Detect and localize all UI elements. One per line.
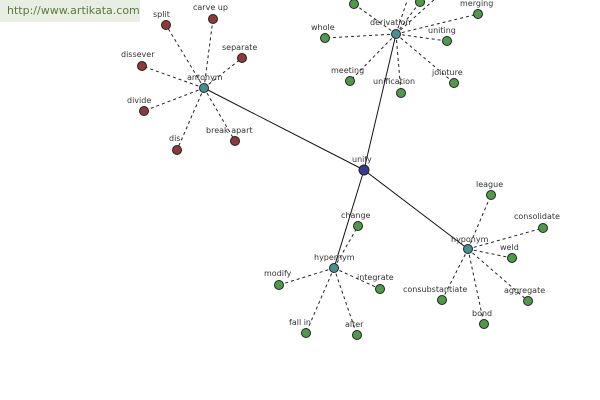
hub-node-hypernym[interactable] xyxy=(329,263,339,273)
leaf-node-derivation[interactable] xyxy=(449,78,459,88)
edge-derivation-leaf xyxy=(395,13,479,35)
leaf-node-antonym[interactable] xyxy=(161,20,171,30)
edge-hyponym-leaf xyxy=(467,227,544,250)
leaf-node-hyponym[interactable] xyxy=(507,253,517,263)
edge-unify-antonym xyxy=(203,87,365,171)
leaf-label-hypernym[interactable]: fall in xyxy=(289,318,311,327)
leaf-label-antonym[interactable]: carve up xyxy=(193,3,228,12)
leaf-label-hyponym[interactable]: bond xyxy=(472,309,492,318)
leaf-label-hyponym[interactable]: consubstantiate xyxy=(403,285,467,294)
leaf-node-derivation[interactable] xyxy=(396,88,406,98)
edge-hyponym-leaf xyxy=(467,248,529,302)
leaf-label-derivation[interactable]: uniting xyxy=(428,26,456,35)
leaf-node-antonym[interactable] xyxy=(139,106,149,116)
edge-derivation-partial xyxy=(395,0,435,35)
edge-derivation-leaf xyxy=(395,33,402,94)
hub-node-hyponym[interactable] xyxy=(463,244,473,254)
edge-derivation-partial xyxy=(353,3,397,35)
leaf-node-derivation[interactable] xyxy=(345,76,355,86)
leaf-label-hyponym[interactable]: consolidate xyxy=(514,212,560,221)
edge-unify-hypernym xyxy=(333,169,365,269)
leaf-node-derivation[interactable] xyxy=(473,9,483,19)
leaf-node-derivation-partial[interactable] xyxy=(349,0,359,9)
leaf-label-derivation[interactable]: jointure xyxy=(431,68,463,77)
leaf-node-derivation[interactable] xyxy=(442,36,452,46)
leaf-label-derivation[interactable]: unification xyxy=(373,77,415,86)
edge-antonym-leaf xyxy=(203,87,236,142)
edge-derivation-leaf xyxy=(349,33,397,82)
graph-labels: unify antonym split carve up dissever separat… xyxy=(121,0,560,329)
leaf-node-hypernym[interactable] xyxy=(301,328,311,338)
graph-nodes xyxy=(137,0,548,340)
leaf-node-hyponym[interactable] xyxy=(538,223,548,233)
leaf-label-hypernym[interactable]: integrate xyxy=(357,273,394,282)
edge-antonym-leaf xyxy=(176,87,205,151)
leaf-label-antonym[interactable]: dissever xyxy=(121,50,155,59)
leaf-node-antonym[interactable] xyxy=(137,61,147,71)
leaf-label-derivation[interactable]: merging xyxy=(460,0,493,8)
edge-derivation-leaf xyxy=(395,33,448,42)
hub-label-hyponym[interactable]: hyponym xyxy=(451,235,489,244)
edge-antonym-leaf xyxy=(141,65,205,89)
leaf-label-hypernym[interactable]: change xyxy=(341,211,371,220)
hub-node-antonym[interactable] xyxy=(199,83,209,93)
leaf-label-derivation[interactable]: whole xyxy=(311,23,335,32)
leaf-node-derivation[interactable] xyxy=(320,33,330,43)
leaf-label-antonym[interactable]: break apart xyxy=(206,126,253,135)
edge-hyponym-leaf xyxy=(467,248,485,325)
leaf-label-hypernym[interactable]: modify xyxy=(264,269,292,278)
hub-node-derivation[interactable] xyxy=(391,29,401,39)
edge-antonym-leaf xyxy=(203,57,243,89)
edge-hyponym-leaf xyxy=(467,194,492,250)
leaf-node-hypernym[interactable] xyxy=(274,280,284,290)
edge-derivation-partial xyxy=(395,1,421,35)
center-label[interactable]: unify xyxy=(352,155,372,164)
leaf-node-hypernym[interactable] xyxy=(375,284,385,294)
leaf-label-antonym[interactable]: split xyxy=(153,10,170,19)
leaf-node-antonym[interactable] xyxy=(172,145,182,155)
hub-label-derivation[interactable]: derivation xyxy=(370,18,410,27)
leaf-node-antonym[interactable] xyxy=(208,14,218,24)
leaf-label-hyponym[interactable]: weld xyxy=(500,243,519,252)
edge-hypernym-leaf xyxy=(333,225,359,269)
center-node-unify[interactable] xyxy=(358,164,370,176)
leaf-node-hypernym[interactable] xyxy=(353,221,363,231)
hub-label-antonym[interactable]: antonym xyxy=(187,73,223,82)
leaf-label-hyponym[interactable]: league xyxy=(476,180,503,189)
leaf-node-derivation-partial[interactable] xyxy=(415,0,425,7)
leaf-node-hyponym[interactable] xyxy=(479,319,489,329)
edge-unify-hyponym xyxy=(363,169,469,250)
leaf-node-hyponym[interactable] xyxy=(523,296,533,306)
leaf-node-hyponym[interactable] xyxy=(437,295,447,305)
leaf-label-hypernym[interactable]: alter xyxy=(345,320,364,329)
leaf-node-hyponym[interactable] xyxy=(486,190,496,200)
leaf-label-hyponym[interactable]: aggregate xyxy=(504,286,545,295)
leaf-node-hypernym[interactable] xyxy=(352,330,362,340)
site-watermark: http://www.artikata.com xyxy=(0,0,140,22)
leaf-label-antonym[interactable]: dis xyxy=(169,134,180,143)
edge-unify-derivation xyxy=(363,33,397,171)
edge-antonym-leaf xyxy=(165,24,205,89)
leaf-label-antonym[interactable]: divide xyxy=(127,96,151,105)
edge-hyponym-leaf xyxy=(467,248,513,259)
leaf-node-antonym[interactable] xyxy=(237,53,247,63)
edge-derivation-leaf xyxy=(324,33,397,39)
leaf-label-antonym[interactable]: separate xyxy=(222,43,257,52)
edge-antonym-leaf xyxy=(143,87,205,112)
edge-derivation-partial xyxy=(395,0,408,35)
graph-edges xyxy=(141,0,544,336)
edge-hypernym-leaf xyxy=(333,267,381,290)
edge-derivation-leaf xyxy=(395,33,455,84)
leaf-node-antonym[interactable] xyxy=(230,136,240,146)
leaf-label-derivation[interactable]: meeting xyxy=(331,66,364,75)
hub-label-hypernym[interactable]: hypernym xyxy=(314,253,355,262)
